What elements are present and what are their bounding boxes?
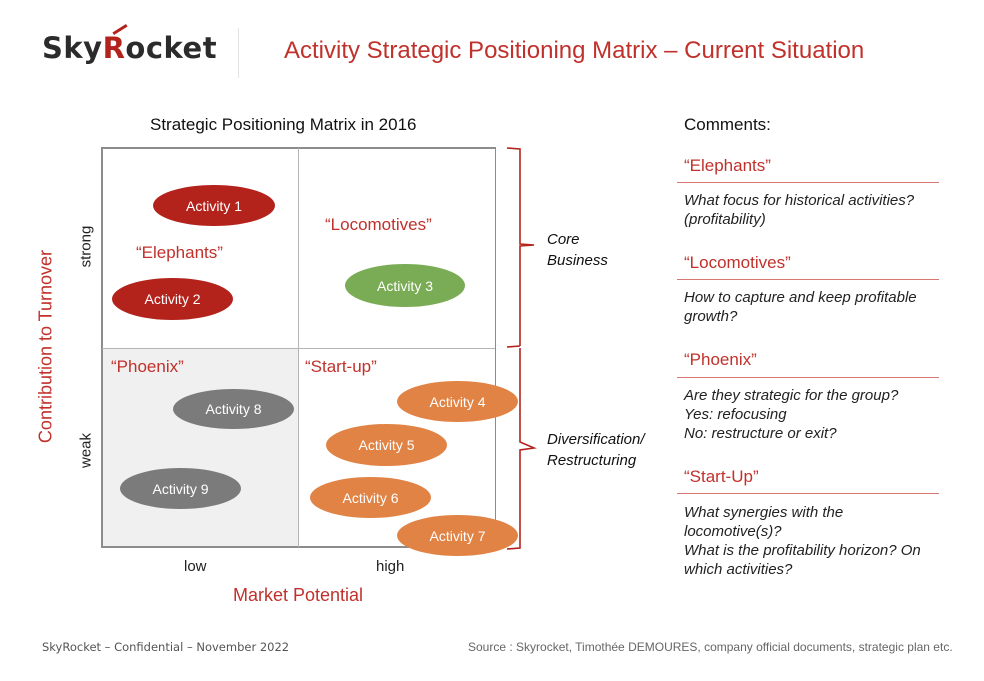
quadrant-label-locomotives: “Locomotives”: [325, 215, 432, 234]
activity-6-bubble[interactable]: Activity 6: [310, 477, 431, 518]
y-level-weak: weak: [77, 432, 95, 469]
comment-heading-locomotives: “Locomotives”: [684, 253, 791, 272]
comment-line: What synergies with the: [684, 504, 844, 521]
matrix-vertical-divider: [298, 148, 299, 547]
comment-rule: [677, 377, 939, 378]
quadrant-label-startup: “Start-up”: [305, 357, 377, 376]
brace-icon: [506, 147, 537, 550]
quadrant-label-phoenix: “Phoenix”: [111, 357, 184, 376]
comment-line: What is the profitability horizon? On: [684, 542, 921, 559]
comment-body-elephants: What focus for historical activities? (p…: [684, 191, 964, 229]
comment-heading-phoenix: “Phoenix”: [684, 350, 757, 369]
x-axis-title: Market Potential: [233, 585, 364, 605]
comment-line: How to capture and keep profitable: [684, 289, 917, 306]
phoenix-quadrant-bg: [102, 349, 299, 547]
comment-line: Yes: refocusing: [684, 406, 787, 423]
footer-source: Source : Skyrocket, Timothée DEMOURES, c…: [468, 640, 953, 654]
page-title: Activity Strategic Positioning Matrix – …: [284, 37, 865, 64]
activity-1-bubble[interactable]: Activity 1: [153, 185, 275, 226]
logo-text-sky: Sky: [42, 31, 103, 65]
core-line1: Core: [547, 231, 580, 248]
x-level-low: low: [184, 558, 207, 575]
comment-line: (profitability): [684, 211, 766, 228]
comment-heading-elephants: “Elephants”: [684, 156, 771, 175]
activity-8-bubble[interactable]: Activity 8: [173, 389, 294, 429]
comment-line: No: restructure or exit?: [684, 425, 837, 442]
diversification-line2: Restructuring: [547, 452, 637, 469]
logo-r: R: [102, 23, 128, 65]
group-label-diversification: Diversification/ Restructuring: [547, 429, 645, 471]
core-line2: Business: [547, 252, 608, 269]
y-level-strong: strong: [77, 225, 95, 268]
activity-3-bubble[interactable]: Activity 3: [345, 264, 465, 307]
comment-rule: [677, 182, 939, 183]
logo-text-ocket: ocket: [125, 31, 218, 65]
group-label-core-business: Core Business: [547, 229, 608, 271]
comment-rule: [677, 493, 939, 494]
activity-9-bubble[interactable]: Activity 9: [120, 468, 241, 509]
comments-title: Comments:: [684, 115, 771, 134]
comment-body-locomotives: How to capture and keep profitable growt…: [684, 288, 964, 326]
activity-4-bubble[interactable]: Activity 4: [397, 381, 518, 422]
comment-line: which activities?: [684, 561, 793, 578]
activity-5-bubble[interactable]: Activity 5: [326, 424, 447, 466]
quadrant-label-elephants: “Elephants”: [136, 243, 223, 262]
y-axis-title: Contribution to Turnover: [35, 249, 56, 444]
header-divider: [238, 28, 239, 78]
matrix-title: Strategic Positioning Matrix in 2016: [150, 115, 417, 134]
logo-r-letter: R: [102, 31, 126, 65]
footer-confidential: SkyRocket – Confidential – November 2022: [42, 640, 290, 654]
comment-line: locomotive(s)?: [684, 523, 782, 540]
comment-rule: [677, 279, 939, 280]
diversification-line1: Diversification/: [547, 431, 645, 448]
comment-body-phoenix: Are they strategic for the group? Yes: r…: [684, 386, 964, 443]
comment-line: Are they strategic for the group?: [684, 387, 899, 404]
comment-body-startup: What synergies with the locomotive(s)? W…: [684, 503, 964, 579]
comment-line: What focus for historical activities?: [684, 192, 915, 209]
matrix-horizontal-divider: [102, 348, 495, 349]
activity-7-bubble[interactable]: Activity 7: [397, 515, 518, 556]
activity-2-bubble[interactable]: Activity 2: [112, 278, 233, 320]
comment-heading-startup: “Start-Up”: [684, 467, 759, 486]
comment-line: growth?: [684, 308, 738, 325]
x-level-high: high: [376, 558, 405, 575]
